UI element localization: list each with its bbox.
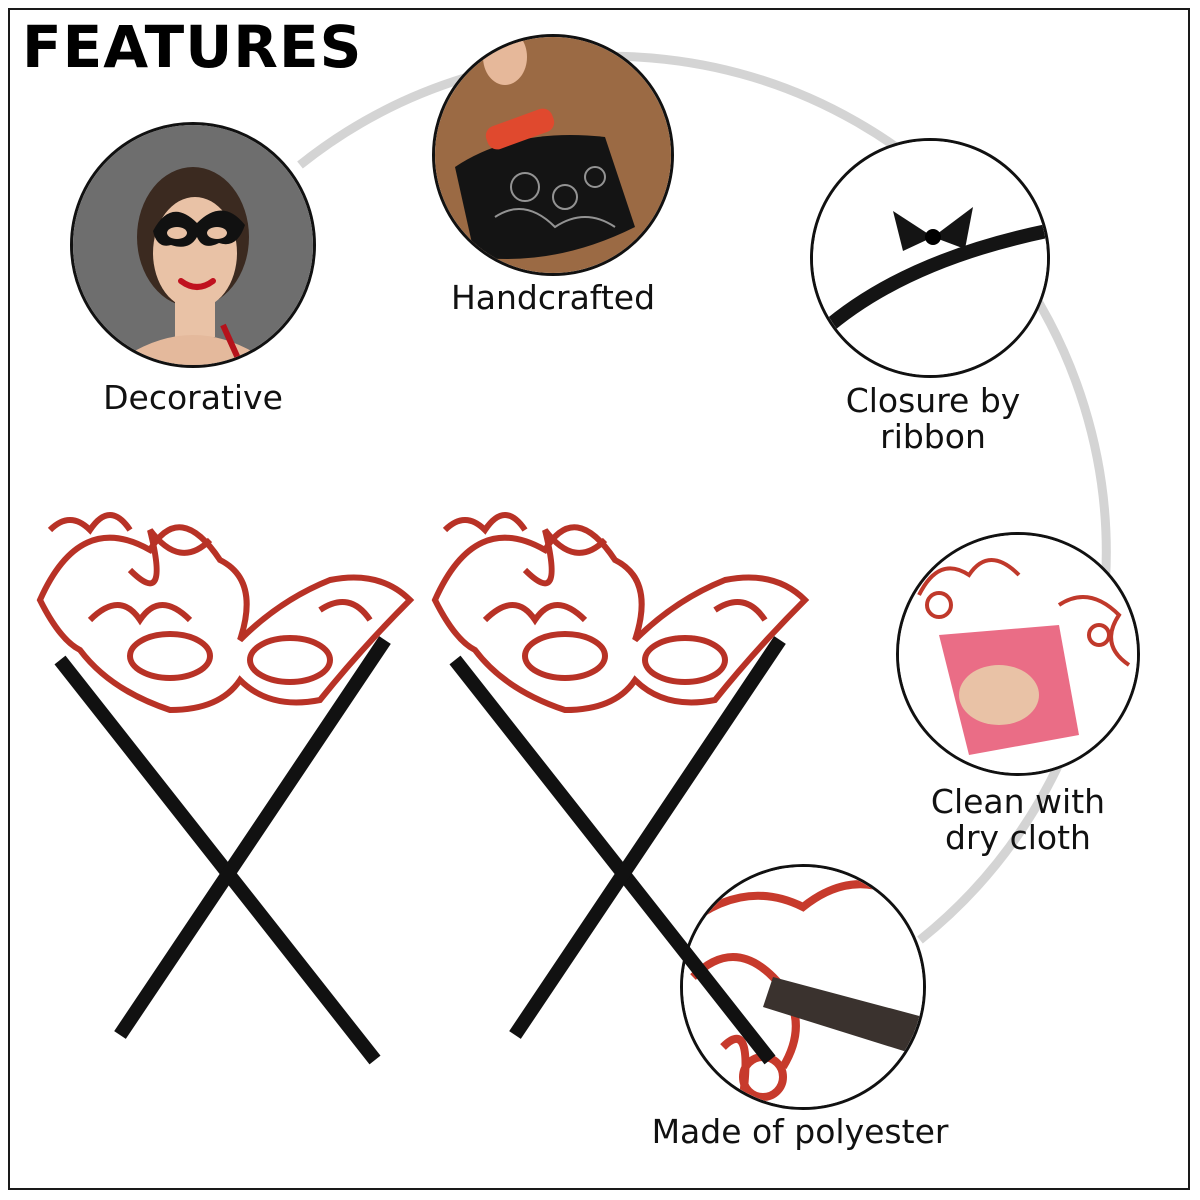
page-frame [8,8,1190,1190]
feature-label-polyester: Made of polyester [651,1112,949,1151]
hand-sewing-lace-photo [435,37,671,273]
feature-label-handcrafted: Handcrafted [450,278,656,317]
ribbon-photo-circle [810,138,1050,378]
feature-label-decorative: Decorative [103,378,283,417]
feature-label-closure: Closure by ribbon [845,381,1021,456]
lace-closeup-photo [683,867,923,1107]
woman-wearing-mask-photo [73,125,313,365]
lace-mask-left [36,512,415,1065]
black-ribbon-bow-photo [813,141,1047,375]
pink-cloth-cleaning-photo [899,535,1137,773]
page-title: FEATURES [22,13,363,81]
product-masks-image [36,512,810,1065]
feature-label-clean: Clean with dry cloth [930,782,1106,857]
cleaning-photo-circle [896,532,1140,776]
lace-mask-right [431,512,810,1065]
handcrafted-photo-circle [432,34,674,276]
decorative-photo-circle [70,122,316,368]
